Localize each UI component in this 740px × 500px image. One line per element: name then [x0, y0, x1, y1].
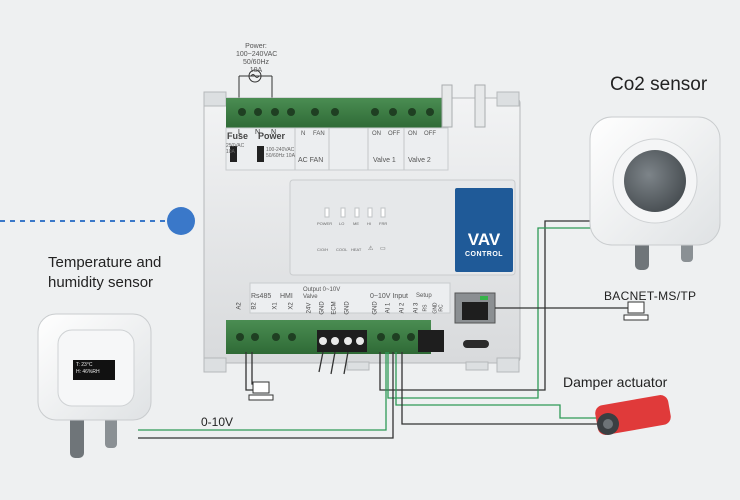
pin-ai2: AI 2	[399, 302, 406, 314]
co2-sensor	[589, 116, 721, 270]
pin-a2: A2	[236, 302, 243, 310]
terminal-pin-N: N	[271, 129, 277, 136]
co2-sensor-knob	[624, 150, 686, 212]
temp-sensor-label-line2: humidity sensor	[48, 274, 154, 291]
power-spec-frequency: 50/60Hz 10A	[242, 59, 270, 74]
power-spec-voltage: 100~240VAC	[236, 51, 278, 58]
valve2-pin-off: OFF	[424, 131, 436, 137]
terminal-pin-L: L	[238, 129, 242, 136]
led-label-power: POWER	[317, 221, 333, 226]
output-label: Output 0~10V Valve	[303, 287, 341, 300]
led-label-coh: C/O/H	[317, 247, 329, 252]
pin-gnd: GND	[344, 301, 351, 315]
signal-0-10v-label: 0-10V	[201, 415, 234, 429]
screen-icon: ▭	[380, 246, 386, 252]
pin-ai3: AI 3	[413, 302, 420, 314]
vav-badge-subtitle: CONTROL	[464, 251, 504, 258]
power-switch	[257, 146, 264, 162]
temp-sensor-label-line1: Temperature and	[48, 254, 162, 271]
sensor-humidity: H: 46%RH	[76, 369, 100, 375]
input-label: 0~10V Input	[370, 293, 408, 300]
co2-sensor-label: Co2 sensor	[610, 74, 708, 95]
fuse-rating: 250VAC 10A	[226, 143, 244, 155]
valve2-pin-on: ON	[408, 131, 417, 137]
pin-b2: B2	[251, 302, 258, 310]
sensor-display: T: 23°C H: 46%RH	[76, 362, 100, 376]
fuse-label: Fuse	[227, 131, 249, 141]
led-label-hi: HI	[367, 221, 371, 226]
pin-gnd: GND	[319, 301, 326, 315]
led-label-me: ME	[353, 221, 359, 226]
power-switch-rating: 100-240VAC 50/60Hz 10A	[266, 147, 295, 159]
computer-icon	[248, 381, 274, 401]
vav-controller	[203, 84, 521, 373]
led-label-lo: LO	[339, 221, 345, 226]
pin-rs: RS	[422, 304, 429, 312]
power-switch-rating-line1: 100-240VAC	[266, 147, 295, 153]
rs485-label: Rs485	[251, 293, 272, 300]
wiring	[138, 220, 630, 439]
pin-ecm: ECM	[331, 301, 338, 315]
power-switch-label: Power	[258, 131, 286, 141]
valve-connector	[474, 84, 486, 128]
power-spec-title: Power:	[245, 43, 267, 50]
damper-actuator-label: Damper actuator	[563, 374, 668, 390]
led-label-cool: COOL	[336, 247, 348, 252]
terminal-pin-N: N	[255, 129, 261, 136]
fuse-rating-line1: 250VAC	[226, 143, 245, 149]
computer-icon	[623, 301, 649, 321]
pin-x1: X1	[272, 302, 279, 310]
led-label-frr: FRR	[379, 221, 388, 226]
ac-fan-pin-fan: FAN	[313, 131, 325, 137]
temp-humidity-sensor	[37, 313, 152, 458]
power-spec: Power: 100~240VAC 50/60Hz 10A	[236, 43, 278, 75]
ac-fan-pin-n: N	[301, 131, 306, 137]
fuse-rating-line2: 10A	[226, 149, 235, 155]
valve-connector	[441, 84, 453, 128]
vav-badge-title: VAV	[467, 230, 501, 249]
sensor-temperature: T: 23°C	[76, 362, 93, 368]
pin-ai1: AI 1	[385, 302, 392, 314]
setup-label: Setup	[416, 293, 432, 299]
bacnet-label: BACNET-MS/TP	[604, 289, 697, 303]
pin-x2: X2	[288, 302, 295, 310]
led-label-heat: HEAT	[351, 247, 362, 252]
sensor-lcd	[73, 360, 115, 380]
pin-24v: 24V	[306, 302, 313, 314]
usb-c-port	[463, 340, 489, 348]
valve1-pin-on: ON	[372, 131, 381, 137]
ac-fan-label: AC FAN	[298, 157, 324, 164]
valve1-pin-off: OFF	[388, 131, 400, 137]
warning-icon: ⚠	[368, 246, 374, 252]
pin-gnd: GND	[372, 301, 379, 315]
valve1-label: Valve 1	[373, 157, 396, 164]
fuse-slot	[230, 146, 237, 162]
damper-actuator	[595, 395, 671, 435]
power-switch-rating-line2: 50/60Hz 10A	[266, 153, 295, 159]
hmi-label: HMI	[280, 293, 293, 300]
pin-rc: RC	[438, 304, 445, 312]
link-dot	[167, 207, 195, 235]
valve2-label: Valve 2	[408, 157, 431, 164]
temp-sensor-label: Temperature and humidity sensor	[48, 253, 178, 293]
vav-badge	[455, 188, 513, 272]
